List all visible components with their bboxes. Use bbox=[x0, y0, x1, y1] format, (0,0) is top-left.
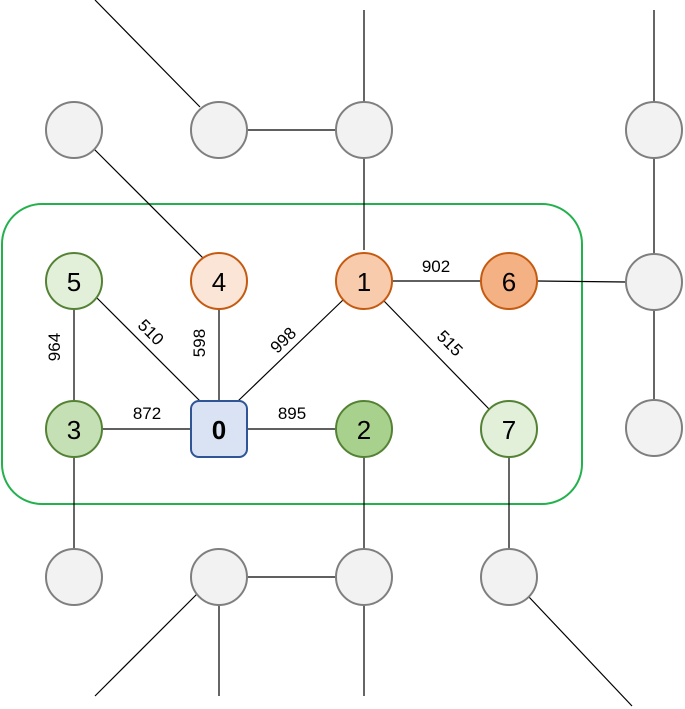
outer-node bbox=[335, 101, 393, 159]
node-4: 4 bbox=[190, 252, 248, 310]
outer-node bbox=[480, 548, 538, 606]
edge-weight-5-3: 964 bbox=[45, 333, 64, 361]
node-3-label: 3 bbox=[67, 415, 81, 445]
edge-external bbox=[94, 0, 201, 108]
node-6: 6 bbox=[480, 252, 538, 310]
outer-node bbox=[190, 548, 248, 606]
edge-0-5 bbox=[93, 294, 201, 402]
node-1: 1 bbox=[335, 252, 393, 310]
node-5: 5 bbox=[45, 252, 103, 310]
edge-weight-0-3: 872 bbox=[133, 404, 161, 423]
outer-node bbox=[335, 548, 393, 606]
edge-external bbox=[92, 147, 204, 259]
edge-weight-0-1: 998 bbox=[267, 324, 300, 357]
node-7: 7 bbox=[480, 400, 538, 458]
outer-node bbox=[625, 101, 683, 159]
node-7-label: 7 bbox=[502, 415, 516, 445]
cluster-edges bbox=[73, 280, 490, 430]
node-6-label: 6 bbox=[502, 267, 516, 297]
outer-node bbox=[45, 101, 103, 159]
outer-node bbox=[625, 253, 683, 311]
outer-edges bbox=[73, 0, 655, 707]
node-2: 2 bbox=[335, 400, 393, 458]
edge-0-1 bbox=[237, 299, 344, 402]
node-1-label: 1 bbox=[357, 267, 371, 297]
outer-node bbox=[45, 548, 103, 606]
node-3: 3 bbox=[45, 400, 103, 458]
node-0: 0 bbox=[190, 400, 248, 458]
edge-1-7 bbox=[383, 300, 490, 410]
node-5-label: 5 bbox=[67, 267, 81, 297]
node-2-label: 2 bbox=[357, 415, 371, 445]
outer-node bbox=[625, 399, 683, 457]
edge-weight-0-4: 598 bbox=[190, 329, 209, 357]
edge-weight-1-6: 902 bbox=[422, 257, 450, 276]
outer-node bbox=[190, 101, 248, 159]
node-0-label: 0 bbox=[212, 415, 226, 445]
edge-weight-0-5: 510 bbox=[134, 316, 167, 349]
edge-external bbox=[94, 592, 199, 697]
cluster-boundary bbox=[1, 203, 583, 505]
edge-external bbox=[536, 280, 627, 283]
node-4-label: 4 bbox=[212, 267, 226, 297]
edge-external bbox=[528, 596, 633, 707]
edge-weight-1-7: 515 bbox=[433, 327, 466, 360]
edge-weight-0-2: 895 bbox=[278, 404, 306, 423]
outer-nodes bbox=[45, 101, 683, 606]
